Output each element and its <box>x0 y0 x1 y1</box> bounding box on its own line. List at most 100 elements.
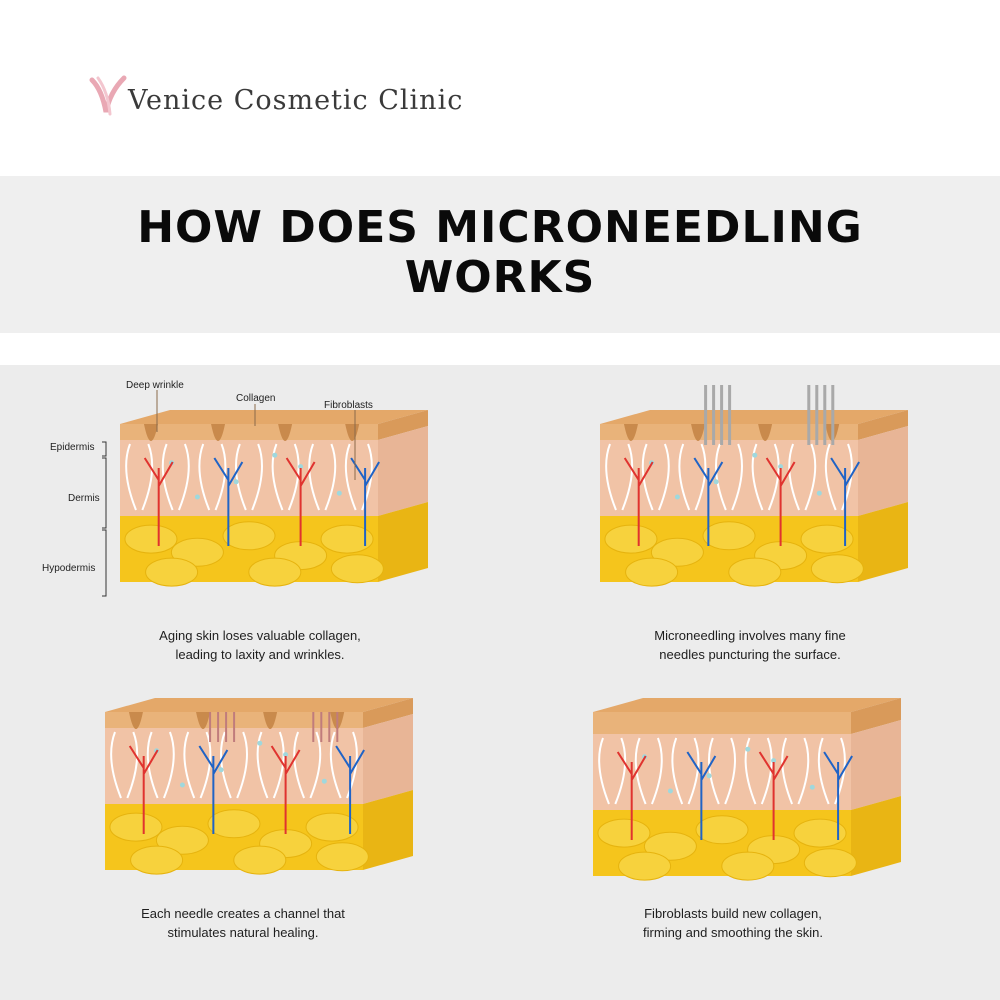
skin-diagram-renewed <box>593 698 901 881</box>
fibroblast <box>283 752 289 758</box>
fat-globule <box>728 557 782 587</box>
collagen-fibre <box>293 731 306 799</box>
epidermis-side <box>378 410 428 440</box>
label-epidermis: Epidermis <box>50 442 94 453</box>
fat-side <box>363 790 413 870</box>
label-hypodermis: Hypodermis <box>42 563 95 574</box>
wrinkle <box>211 424 226 441</box>
skin-block <box>105 698 413 875</box>
blood-vessel <box>198 745 229 834</box>
title-line-2: WORKS <box>404 252 596 303</box>
collagen-fibre <box>657 443 670 511</box>
fat-globule <box>650 537 704 567</box>
fat-globule <box>800 524 854 554</box>
title-band <box>0 176 1000 333</box>
epidermis-layer <box>593 712 851 734</box>
blood-vessel <box>686 751 717 840</box>
fat-globule <box>124 524 178 554</box>
needle <box>704 385 708 445</box>
fibroblast <box>778 464 784 470</box>
skin-block <box>120 410 428 587</box>
collagen-fibre <box>797 737 810 805</box>
page-title: HOW DOES MICRONEEDLING WORKS <box>0 203 1000 303</box>
clinic-name: Venice Cosmetic Clinic <box>128 84 464 116</box>
needle <box>728 385 732 445</box>
collagen-fibre <box>329 731 342 799</box>
fat-globule <box>625 557 679 587</box>
epidermis-side <box>851 698 901 734</box>
collagen-fibre <box>767 443 780 511</box>
label-dermis: Dermis <box>68 493 100 504</box>
needle-channel <box>209 712 212 742</box>
caption-needling: Microneedling involves many fine needles… <box>654 628 846 662</box>
collagen-fibre <box>110 731 122 799</box>
logo-v-icon <box>89 75 127 116</box>
title-line-1: HOW DOES MICRONEEDLING <box>137 202 863 253</box>
collagen-fibre <box>804 443 817 511</box>
skin-top-face <box>105 698 413 712</box>
collagen-fibre <box>309 731 322 799</box>
blood-vessel <box>270 745 301 834</box>
blood-vessel <box>285 457 316 546</box>
collagen-fibre <box>161 443 174 511</box>
fat-globule <box>695 815 749 845</box>
caption-aging: Aging skin loses valuable collagen, lead… <box>159 628 361 662</box>
skin-block <box>600 385 908 587</box>
fat-globule <box>597 818 651 848</box>
collagen-fibre <box>287 443 300 511</box>
blood-vessel <box>128 745 159 834</box>
fat-globule <box>109 812 163 842</box>
skin-top-face <box>600 410 908 424</box>
wrinkle <box>143 424 158 441</box>
caption-renewed: Fibroblasts build new collagen, firming … <box>643 906 823 940</box>
blood-vessel <box>616 751 647 840</box>
skin-block <box>593 698 901 881</box>
blood-vessel <box>335 745 365 834</box>
fat-globule <box>793 818 847 848</box>
collagen-fibre <box>724 737 736 805</box>
needle-channel <box>320 712 323 742</box>
fibroblast <box>674 494 680 500</box>
epidermis-layer <box>120 424 378 440</box>
skin-top-face <box>120 410 428 424</box>
needle-channel <box>336 712 339 742</box>
fibroblast <box>752 452 758 458</box>
fat-globule <box>222 521 276 551</box>
hypodermis-bracket <box>102 529 107 597</box>
fibroblast <box>667 788 673 794</box>
blood-vessel <box>765 457 796 546</box>
fibroblast <box>233 479 239 485</box>
fibroblast <box>298 464 304 470</box>
blood-vessel <box>758 751 789 840</box>
collagen-fibre <box>614 737 627 805</box>
fat-globule <box>803 848 857 878</box>
collagen-fibre <box>125 443 137 511</box>
label-collagen: Collagen <box>236 393 275 404</box>
epidermis-side <box>363 698 413 728</box>
fat-globule <box>810 554 864 584</box>
fat-globule <box>233 845 287 875</box>
fat-globule <box>330 554 384 584</box>
fat-globule <box>145 557 199 587</box>
collagen-fibre <box>605 443 617 511</box>
collagen-fibre <box>344 443 357 511</box>
collagen-fibre <box>671 737 684 805</box>
blood-vessel <box>693 457 724 546</box>
blood-vessel <box>213 457 244 546</box>
skin-diagram-channels <box>105 698 413 875</box>
blood-vessel <box>623 457 654 546</box>
collagen-fibre <box>788 443 801 511</box>
fat-globule <box>702 521 756 551</box>
fat-globule <box>315 842 369 872</box>
needle-channel <box>312 712 315 742</box>
collagen-fibre <box>162 731 175 799</box>
fat-globule <box>155 825 209 855</box>
dermis-side <box>858 426 908 516</box>
fibroblast <box>218 767 224 773</box>
fat-globule <box>130 845 184 875</box>
wrinkle <box>623 424 638 441</box>
blood-vessel <box>143 457 174 546</box>
fat-globule <box>604 524 658 554</box>
needle-channel <box>328 712 331 742</box>
needle <box>807 385 811 445</box>
